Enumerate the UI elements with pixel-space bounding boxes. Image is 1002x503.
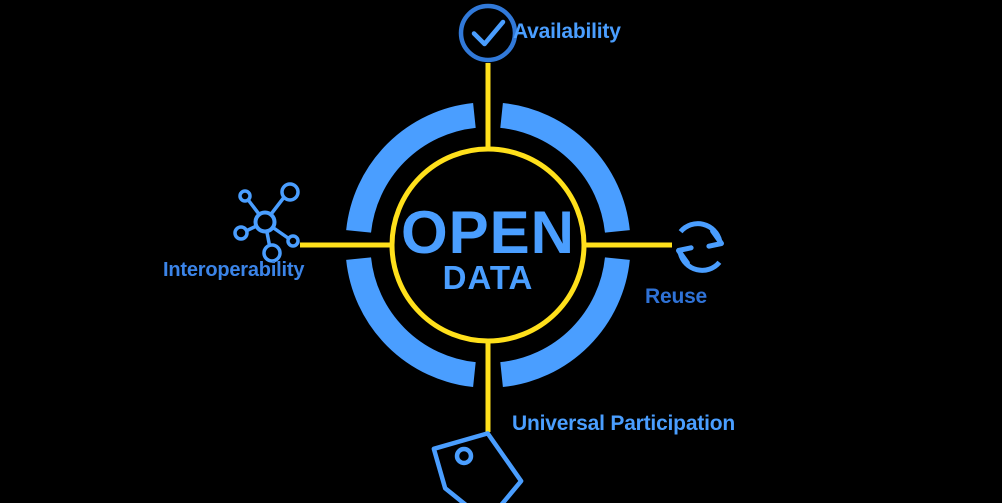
check-circle-icon [458,3,518,63]
network-node-upper-left [238,189,252,203]
refresh-cycle-icon [676,221,724,273]
node-label-availability: Availability [513,20,621,43]
spokes [300,63,672,432]
tag-icon [431,431,524,503]
network-node-upper-right [280,182,300,202]
ring-segment-bottom-left [346,257,476,388]
node-label-universal-participation: Universal Participation [512,412,735,435]
tag-hole [454,446,474,466]
ring-segment-top-right [500,102,630,233]
network-node-lower-right [286,234,300,248]
ring-segment-top-left [346,102,476,233]
network-node-left [233,225,249,241]
ring-segment-bottom-right [500,257,630,388]
center-secondary-label: DATA [442,259,534,296]
center-primary-label: OPEN [400,199,576,266]
node-label-reuse: Reuse [645,285,708,308]
network-node-bottom [262,243,282,263]
outer-ring [346,102,630,388]
network-hub-node [253,210,277,234]
node-label-interoperability: Interoperability [163,259,305,281]
network-nodes-icon [233,182,300,263]
